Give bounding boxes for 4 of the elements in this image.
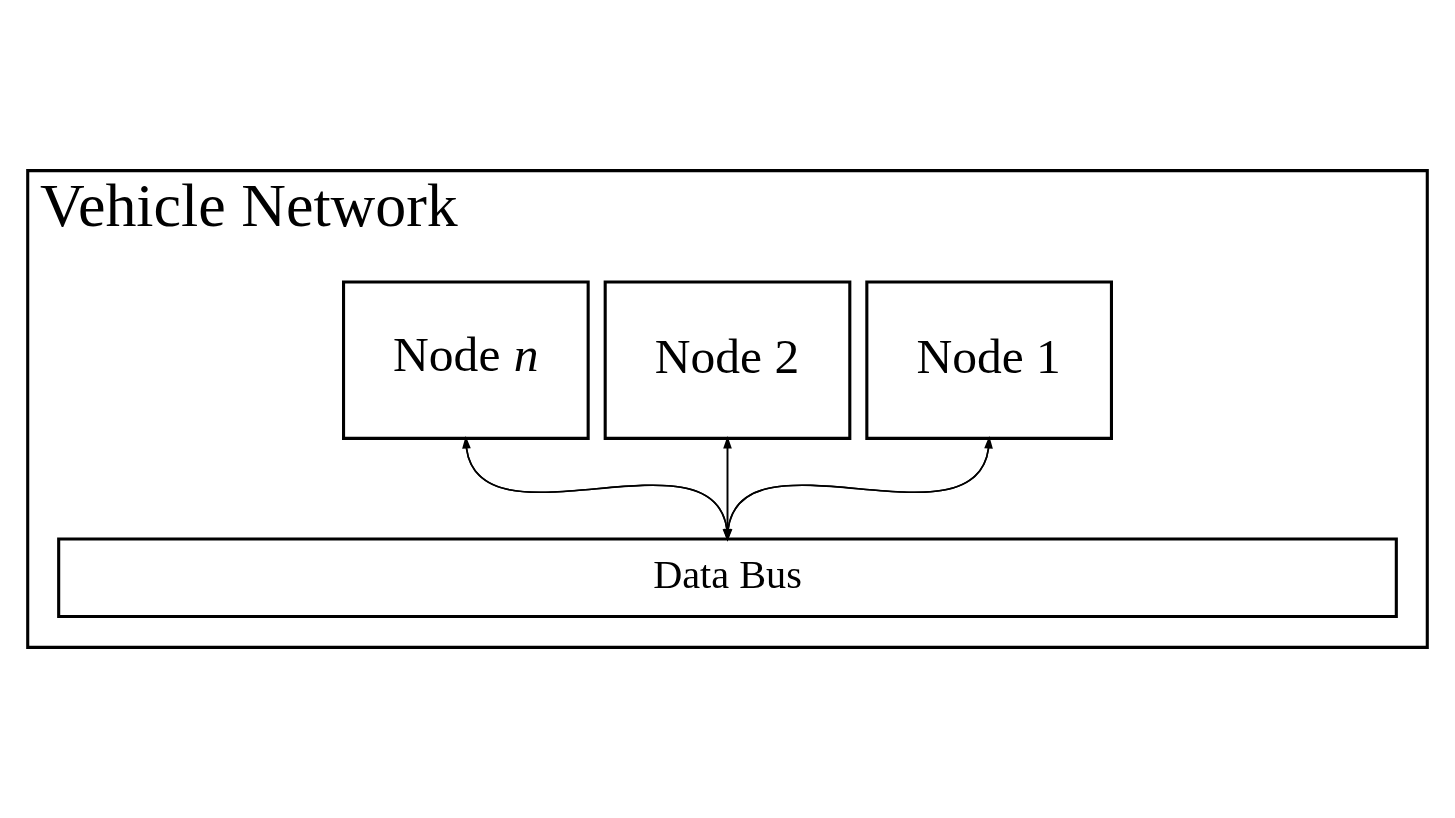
node-box: Node 1 — [865, 280, 1113, 440]
node-box: Data Bus — [57, 537, 1398, 618]
node-box: Node 2 — [603, 280, 852, 440]
node-box: Node n — [342, 280, 590, 440]
